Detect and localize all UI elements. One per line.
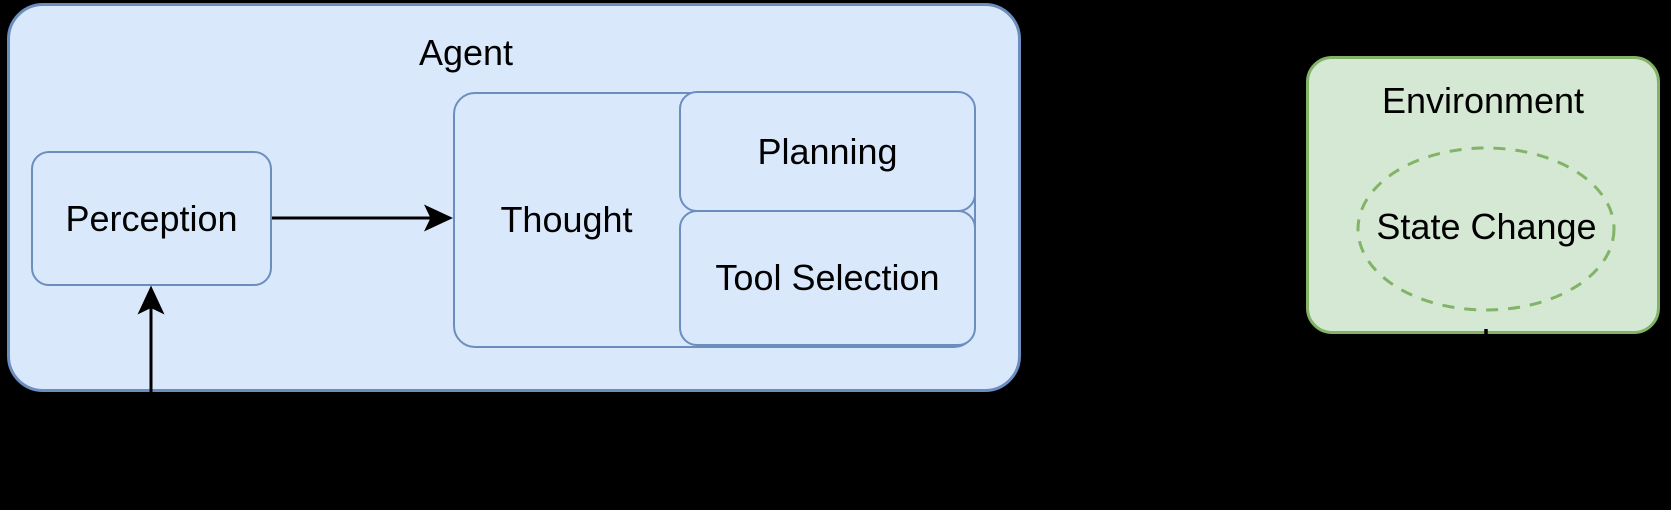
agent-group-label: Agent [418,32,514,73]
tool-selection-label: Tool Selection [715,257,940,299]
planning-label: Planning [757,130,898,172]
planning-node: Planning [679,91,976,212]
state-change-label: State Change [1376,206,1597,247]
thought-label-area: Thought [453,92,680,348]
tool-selection-node: Tool Selection [679,210,976,346]
environment-group-label: Environment [1381,80,1585,121]
thought-label: Thought [500,199,633,240]
perception-label: Perception [65,197,238,239]
perception-node: Perception [31,151,272,286]
